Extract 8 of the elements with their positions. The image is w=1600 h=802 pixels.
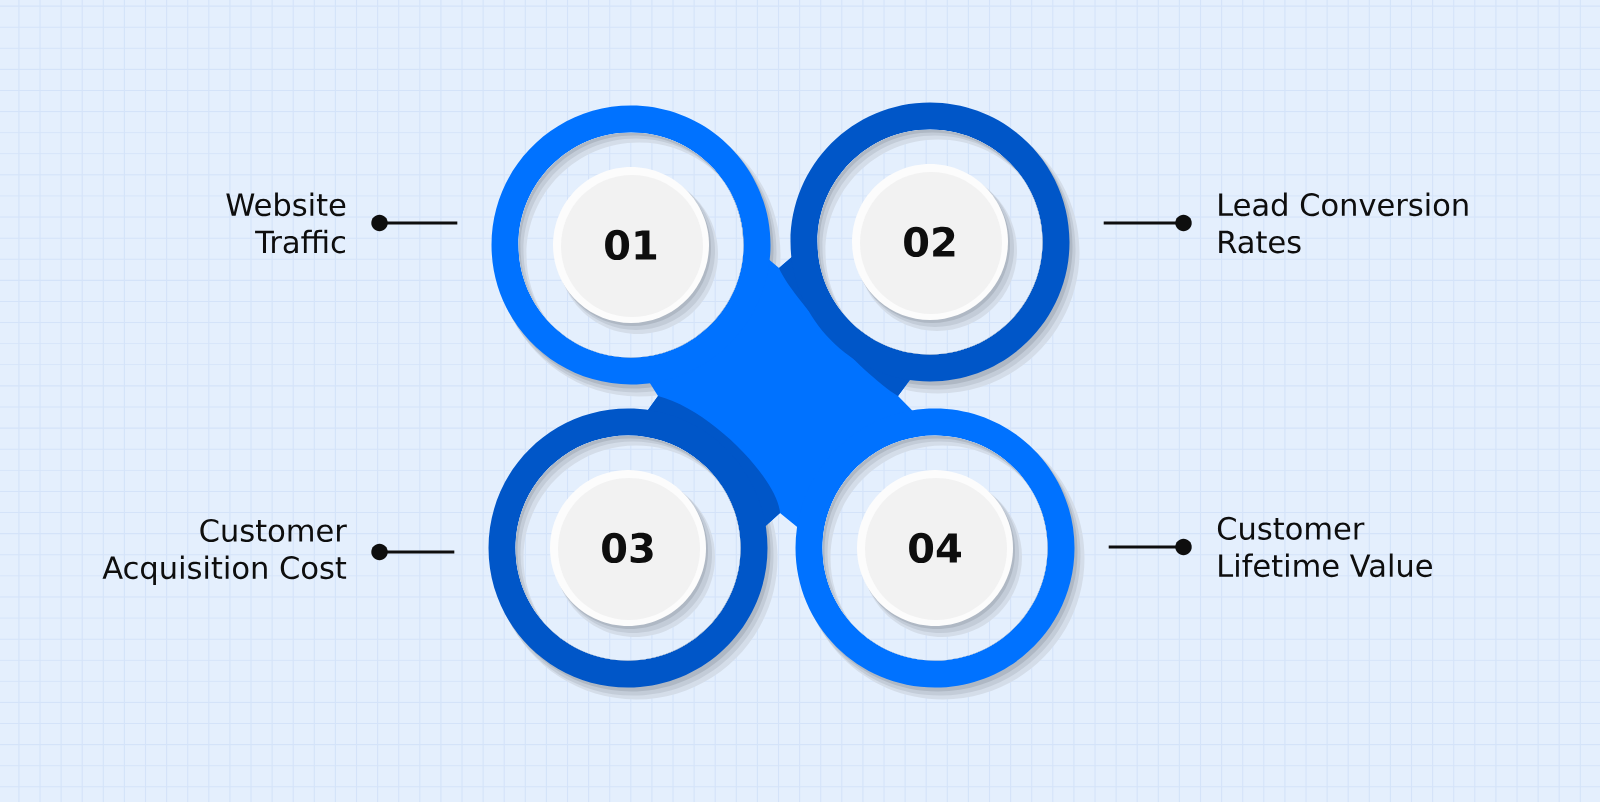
metric-label: Customer Acquisition Cost <box>102 518 347 586</box>
leader-line <box>371 543 455 561</box>
metric-label: Website Traffic <box>226 192 346 254</box>
leader-line <box>371 214 458 232</box>
leader-line <box>1103 214 1192 232</box>
leader-line <box>1108 538 1192 556</box>
metric-label: Customer Lifetime Value <box>1217 516 1432 578</box>
metric-label: Lead Conversion Rates <box>1219 192 1468 254</box>
